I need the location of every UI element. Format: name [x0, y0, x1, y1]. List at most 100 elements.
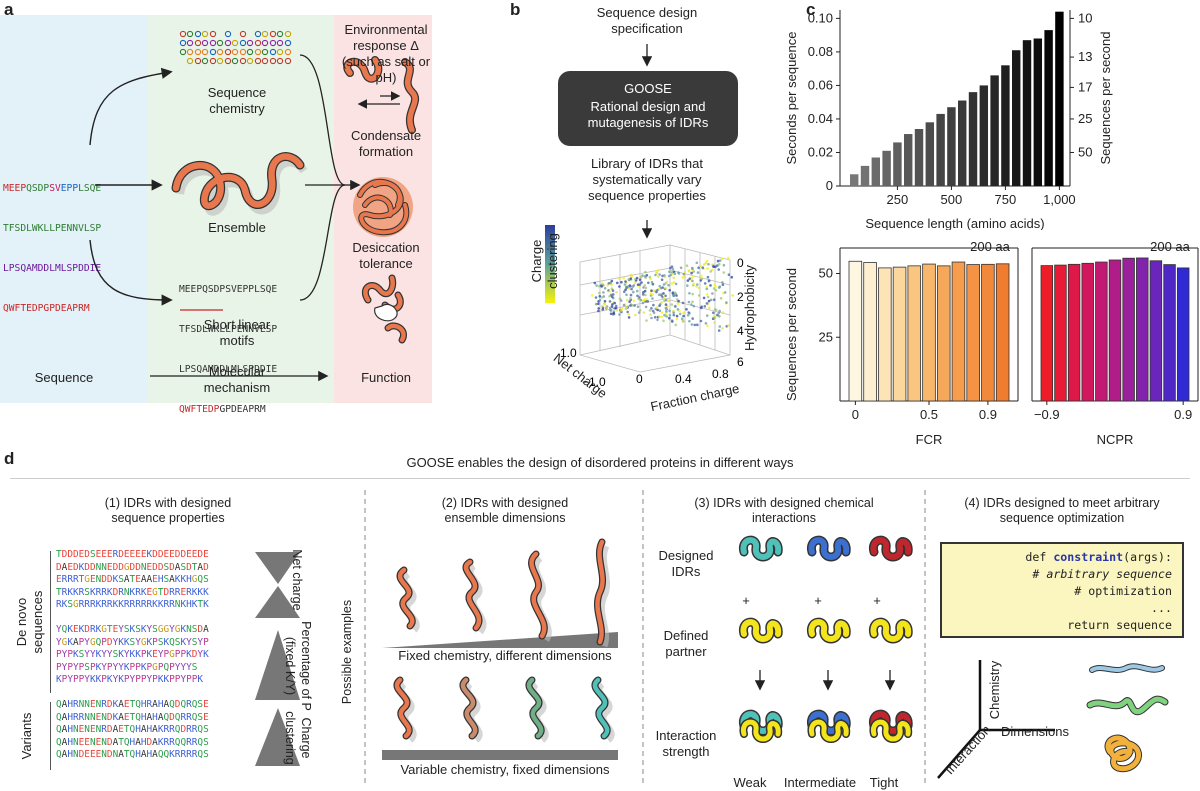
scatter-point — [681, 276, 684, 279]
label-environmental-response: Environmental response Δ (such as salt o… — [341, 22, 431, 85]
sequence-line: YGKAPYGQPDYKKSYGKPSKQSKYSYP — [56, 636, 209, 648]
label-defined-partner: Defined partner — [663, 628, 709, 659]
chain — [460, 677, 478, 739]
scatter-point — [681, 320, 685, 323]
scatter-point — [593, 281, 597, 285]
scatter-point — [636, 294, 639, 298]
scatter-point — [691, 279, 694, 283]
code-line: return sequence — [1067, 618, 1172, 632]
scatter-point — [660, 294, 663, 297]
panel-d-title: GOOSE enables the design of disordered p… — [406, 455, 794, 470]
tick-label: 0.08 — [808, 44, 833, 59]
scatter-point — [721, 311, 725, 314]
scatter-point — [676, 302, 680, 305]
scatter-point — [697, 286, 701, 290]
scatter-point — [663, 274, 666, 277]
scatter-point — [639, 298, 643, 302]
x-axis-label: FCR — [916, 432, 943, 446]
scatter-point — [650, 289, 653, 293]
scatter-point — [699, 319, 703, 323]
scatter-point — [651, 297, 654, 300]
scatter-point — [664, 303, 668, 306]
label-library: Library of IDRs that systematically vary… — [588, 156, 706, 203]
scatter-point — [686, 279, 690, 282]
interaction-art — [738, 535, 913, 743]
scatter-point — [718, 259, 722, 262]
scatter-point — [705, 259, 709, 263]
scatter-point — [600, 282, 604, 285]
bar — [1022, 40, 1032, 186]
scatter-point — [610, 283, 613, 286]
scatter-point — [678, 312, 682, 316]
scatter-point — [656, 308, 659, 312]
scatter-point — [643, 275, 647, 278]
panel-label-d: d — [4, 449, 15, 468]
scatter-point — [605, 306, 608, 309]
svg-text:0.8: 0.8 — [712, 367, 729, 381]
panel-b-arrows — [641, 44, 653, 239]
scatter-point — [725, 301, 728, 304]
scatter-point — [697, 294, 701, 297]
scatter-point — [658, 284, 662, 288]
bar — [995, 263, 1010, 402]
scatter-point — [625, 285, 628, 289]
tick-label: −0.9 — [1034, 407, 1060, 422]
scatter-point — [598, 298, 602, 302]
scatter-point — [702, 263, 706, 266]
scatter-point — [653, 316, 657, 319]
scatter-point — [670, 303, 674, 306]
scatter-point — [717, 268, 720, 271]
scatter-point — [637, 297, 640, 301]
sequence-line: ERRRTGENDDKSATEAAEHSAKKHGQS — [56, 574, 209, 586]
code-line: # arbitrary sequence — [1032, 567, 1172, 581]
bar — [936, 265, 951, 402]
scatter-point — [657, 287, 661, 291]
heading-sequence-properties: (1) IDRs with designed sequence properti… — [104, 496, 232, 525]
sequence-line: PYPYPSPKYPYYKPPKPGPQPYYYS — [56, 661, 198, 673]
scatter-point — [644, 293, 647, 297]
scatter-point — [641, 293, 645, 296]
scatter-point — [629, 293, 633, 297]
scatter-point — [704, 322, 708, 325]
svg-text:6: 6 — [737, 355, 744, 369]
scatter-point — [619, 309, 623, 312]
scatter-point — [591, 294, 594, 297]
tick-label: 25 — [819, 329, 833, 344]
panel-label-b: b — [510, 0, 521, 19]
bar — [871, 157, 881, 186]
scatter-point — [675, 314, 679, 318]
scatter-point — [648, 275, 652, 279]
bar — [968, 92, 978, 186]
scatter-point — [707, 299, 711, 303]
scatter-point — [611, 289, 615, 292]
scatter-point — [663, 313, 666, 317]
scatter-point — [681, 301, 685, 305]
bar — [979, 85, 989, 186]
residue-circles — [179, 30, 292, 65]
panel-label-c: c — [806, 0, 816, 19]
scatter-point — [674, 282, 678, 286]
scatter-point — [695, 323, 699, 326]
scatter-point — [700, 274, 703, 277]
sequence-line: QAHRNNENRDKAETQHRAHAQDQRQSE — [56, 698, 209, 710]
scatter-point — [688, 319, 691, 323]
bar — [936, 113, 945, 186]
scatter-point — [647, 281, 650, 285]
scatter-point — [712, 265, 715, 268]
scatter-point — [706, 267, 709, 270]
partner — [808, 619, 850, 642]
scatter-point — [662, 292, 665, 295]
scatter-point — [673, 304, 677, 308]
seq-line: QWFTEDPGPDEAPRM — [3, 303, 90, 315]
scatter-point — [659, 302, 662, 306]
scatter-point — [625, 293, 628, 296]
scatter-point — [712, 311, 715, 315]
scatter-point — [641, 274, 644, 277]
scatter-point — [671, 267, 675, 271]
sequence-line: KPYPPYKKPKYKPYPPYPKKPPYPPK — [56, 674, 204, 686]
scatter-point — [665, 308, 668, 311]
y-axis-label: Seconds per sequence — [784, 32, 799, 165]
scatter-point — [638, 283, 642, 286]
scatter-point — [682, 311, 685, 315]
